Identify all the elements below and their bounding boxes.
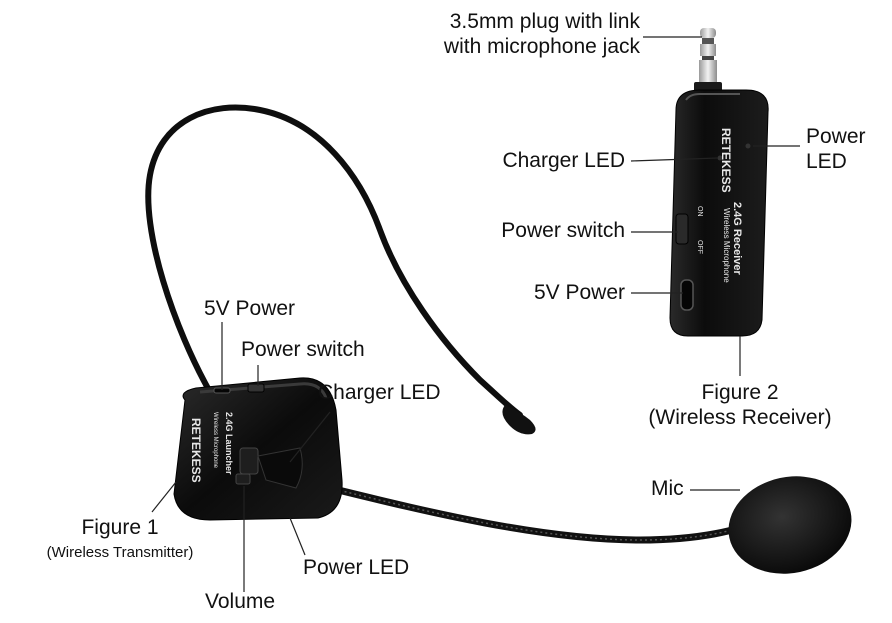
receiver-usb-port [680, 279, 694, 311]
transmitter-power-switch [247, 383, 265, 393]
receiver-device: RETEKESS 2.4G Receiver Wireless Micropho… [669, 28, 769, 337]
leader-transmitter-power-led [289, 517, 306, 556]
receiver-plug [694, 28, 722, 92]
receiver-body [669, 89, 769, 337]
receiver-charger-led [717, 155, 723, 161]
receiver-5v-power-label: 5V Power [533, 281, 625, 304]
figure2-title: Figure 2 [701, 381, 779, 404]
mic-foam-windscreen [728, 476, 852, 574]
transmitter-power-led-label: Power LED [303, 556, 410, 579]
receiver-power-led-label-line2: LED [806, 150, 847, 173]
headband-tip [502, 405, 536, 435]
transmitter-mic-label: Mic [651, 477, 684, 500]
receiver-model-print: 2.4G Receiver [731, 202, 743, 275]
gooseneck-boom [326, 484, 764, 544]
transmitter-device: RETEKESS 2.4G Launcher Wireless Micropho… [145, 104, 852, 574]
figure1-caption: (Wireless Transmitter) [46, 544, 194, 561]
figure1-title: Figure 1 [81, 516, 159, 539]
receiver-brand-print: RETEKESS [719, 128, 733, 193]
leader-figure1 [151, 481, 177, 513]
receiver-charger-led-label: Charger LED [502, 149, 625, 172]
receiver-plug-label-line2: with microphone jack [443, 35, 640, 58]
transmitter-model-print: 2.4G Launcher [224, 412, 234, 475]
receiver-model-sub-print: Wireless Microphone [722, 208, 731, 283]
receiver-power-led-label-line1: Power [806, 125, 866, 148]
receiver-plug-label-line1: 3.5mm plug with link [449, 10, 640, 33]
figure2-caption: (Wireless Receiver) [648, 406, 832, 429]
leader-transmitter-charger-led [289, 411, 331, 463]
headband-wire [145, 104, 523, 418]
transmitter-volume-label: Volume [205, 590, 276, 613]
transmitter-charger-led-label: Charger LED [318, 381, 441, 404]
leader-lines [151, 36, 800, 592]
transmitter-volume-wheel [239, 447, 259, 475]
receiver-switch-off-print: OFF [696, 240, 703, 254]
receiver-power-switch-label: Power switch [501, 219, 625, 242]
receiver-switch-on-print: ON [696, 206, 703, 217]
transmitter-power-switch-label: Power switch [241, 338, 365, 361]
receiver-power-switch [675, 213, 689, 245]
leader-receiver-charger-led [630, 157, 719, 162]
transmitter-5v-power-label: 5V Power [204, 297, 296, 320]
transmitter-model-sub-print: Wireless Microphone [212, 412, 218, 469]
transmitter-brand-print: RETEKESS [189, 418, 203, 483]
receiver-power-led [745, 143, 751, 149]
